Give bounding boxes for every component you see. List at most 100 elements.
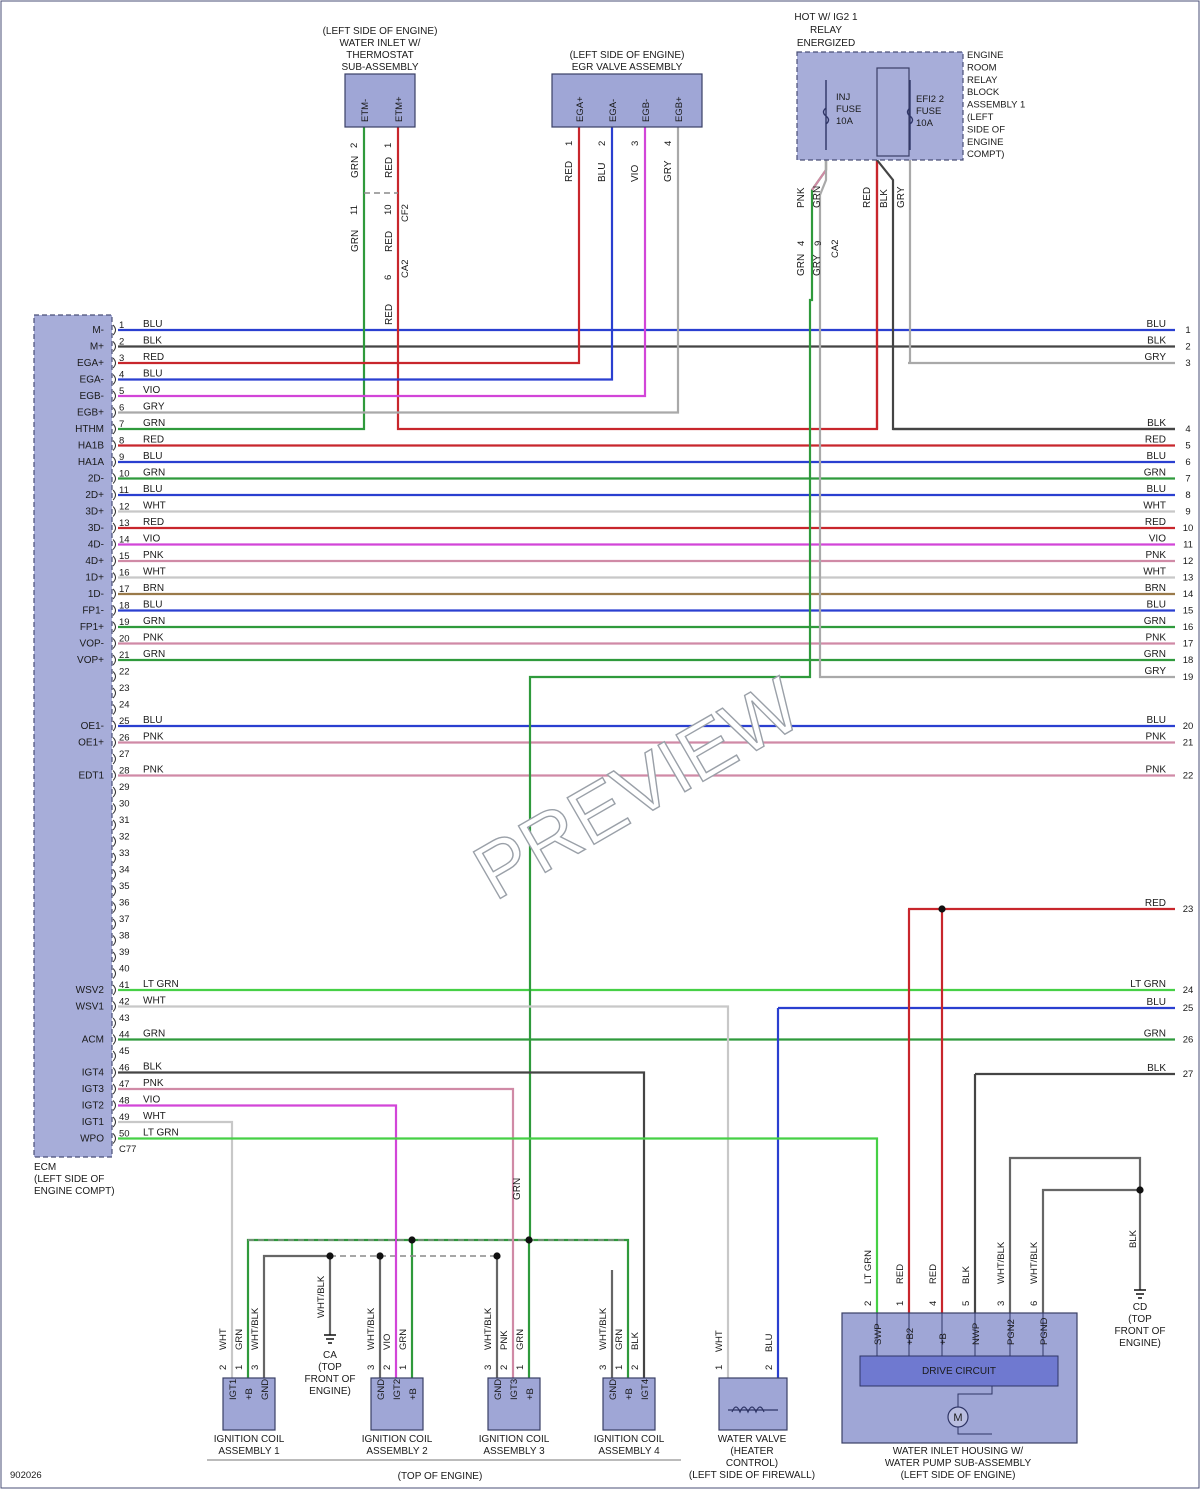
pin-terminal <box>112 456 116 468</box>
ground-cd-location: (TOP <box>1128 1314 1152 1325</box>
wire-color-label-right: BLU <box>1147 484 1166 495</box>
relay-block <box>796 51 964 161</box>
wire-color-label: WHT <box>143 567 166 578</box>
ecm-pin-number: 39 <box>119 947 130 958</box>
ecm-pin-number: 7 <box>119 419 124 430</box>
pump-pin-number: 1 <box>895 1301 906 1306</box>
pin-terminal <box>112 720 116 732</box>
wire-color-label: WHT/BLK <box>316 1275 327 1318</box>
splice-point <box>376 1252 384 1260</box>
harness-point-number: 17 <box>1183 639 1194 650</box>
ecm-pin-label: 4D- <box>88 540 104 551</box>
wire-color-label: BLU <box>143 319 162 330</box>
wire-igt3 <box>118 1087 515 1378</box>
pump-motor-wiring <box>957 1386 993 1435</box>
pin-terminal <box>112 902 116 913</box>
ecm-pin-label: HA1A <box>78 457 104 468</box>
ecm-pin-label: EGA- <box>80 375 104 386</box>
ignition-coil-name: ASSEMBLY 2 <box>366 1446 428 1457</box>
wire-color-label: GRN <box>350 156 361 178</box>
wire-pump-pgnd <box>1041 1188 1140 1313</box>
relay-header: HOT W/ IG2 1 <box>794 12 858 23</box>
wire-color-label: WHT/BLK <box>250 1307 261 1350</box>
pin-terminal <box>112 1034 116 1045</box>
pin-terminal <box>112 539 116 550</box>
ecm-pin-label: VOP+ <box>77 655 104 666</box>
thermostat-name: SUB-ASSEMBLY <box>341 62 418 73</box>
harness-point-number: 18 <box>1183 655 1194 666</box>
egr-name: EGR VALVE ASSEMBLY <box>572 62 683 73</box>
water-pump-name: WATER INLET HOUSING W/ <box>893 1446 1024 1457</box>
wire-color-label: RED <box>862 187 873 208</box>
coil-pin-label: IGT4 <box>640 1379 651 1400</box>
harness-point-number: 2 <box>1185 342 1190 353</box>
harness-point-number: 22 <box>1183 771 1194 782</box>
pin-terminal <box>112 704 116 715</box>
fuse-efi-label: FUSE <box>916 106 941 117</box>
wire-color-label-right: GRY <box>1145 352 1167 363</box>
wire-color-label: GRN <box>143 1029 165 1040</box>
ecm-pin-number: 36 <box>119 898 130 909</box>
drive-circuit-label: DRIVE CIRCUIT <box>922 1366 996 1377</box>
egr-pin-label: EGA+ <box>575 96 586 122</box>
wire-water-valve-1 <box>118 1005 730 1378</box>
relay-block-name: ENGINE <box>967 50 1003 61</box>
ecm-pin-number: 26 <box>119 733 130 744</box>
wire-color-label: WHT/BLK <box>366 1307 377 1350</box>
wire-color-label-right: PNK <box>1145 765 1166 776</box>
wire-color-label: RED <box>895 1264 906 1284</box>
coil-pin-label: GND <box>608 1379 619 1400</box>
wire-color-label: WHT <box>143 1111 166 1122</box>
coil-pin-label: GND <box>376 1379 387 1400</box>
ecm-pin-number: 37 <box>119 914 130 925</box>
wire-color-label-right: BLU <box>1147 715 1166 726</box>
ecm-pin-number: 31 <box>119 815 130 826</box>
pump-pin-label: PGN2 <box>1006 1319 1017 1345</box>
wire-color-label: BRN <box>143 583 164 594</box>
splice-point <box>408 1236 416 1244</box>
wire-color-label-right: BLK <box>1147 1063 1166 1074</box>
coil-pin-number: 1 <box>234 1365 245 1370</box>
ecm-pin-label: 4D+ <box>85 556 104 567</box>
efi-relay-frame <box>876 67 910 157</box>
harness-point-number: 25 <box>1183 1003 1194 1014</box>
splice-point <box>525 1236 533 1244</box>
wire-color-label: WHT/BLK <box>483 1307 494 1350</box>
harness-point-number: 4 <box>1185 424 1190 435</box>
harness-point-number: 13 <box>1183 573 1194 584</box>
ignition-coil-name: IGNITION COIL <box>214 1434 285 1445</box>
wire-color-label-right: GRN <box>1144 616 1166 627</box>
wire-color-label: LT GRN <box>143 1128 179 1139</box>
ecm-pin-number: 27 <box>119 749 130 760</box>
wire-color-label-right: BLU <box>1147 319 1166 330</box>
wire-color-label: PNK <box>143 732 164 743</box>
pin-terminal <box>112 390 116 402</box>
ecm-pin-number: 16 <box>119 568 130 579</box>
water-valve-name: WATER VALVE <box>718 1434 787 1445</box>
ecm-pin-label: ACM <box>82 1035 104 1046</box>
wire-layer <box>118 127 1175 1378</box>
wire-relay-gry <box>818 160 828 679</box>
coil-pin-number: 2 <box>382 1365 393 1370</box>
wire-color-label: WHT <box>714 1330 725 1352</box>
wire-color-label-right: WHT <box>1143 567 1166 578</box>
relay-header: ENERGIZED <box>797 38 855 49</box>
ecm-pin-number: 48 <box>119 1096 130 1107</box>
coil-pin-label: +B <box>624 1388 635 1400</box>
coil-pin-label: GND <box>493 1379 504 1400</box>
fuse-inj-label: INJ <box>836 92 851 103</box>
ground-ca-name: CA <box>323 1350 337 1361</box>
ecm-location: ENGINE COMPT) <box>34 1186 115 1197</box>
pin-terminal <box>112 423 116 435</box>
ecm-pin-label: IGT4 <box>82 1068 105 1079</box>
pin-terminal <box>112 341 116 352</box>
wire-color-label: GRN <box>614 1329 625 1350</box>
wire-egr-2 <box>118 127 647 398</box>
ecm-pin-label: EDT1 <box>78 771 104 782</box>
pin-terminal <box>112 621 116 633</box>
wire-color-label: BLK <box>879 189 890 208</box>
wire-coil-power <box>246 1238 630 1378</box>
wire-color-label: GRN <box>512 1178 523 1200</box>
pump-pin-number: 4 <box>928 1301 939 1306</box>
ecm-pin-number: 4 <box>119 370 124 381</box>
